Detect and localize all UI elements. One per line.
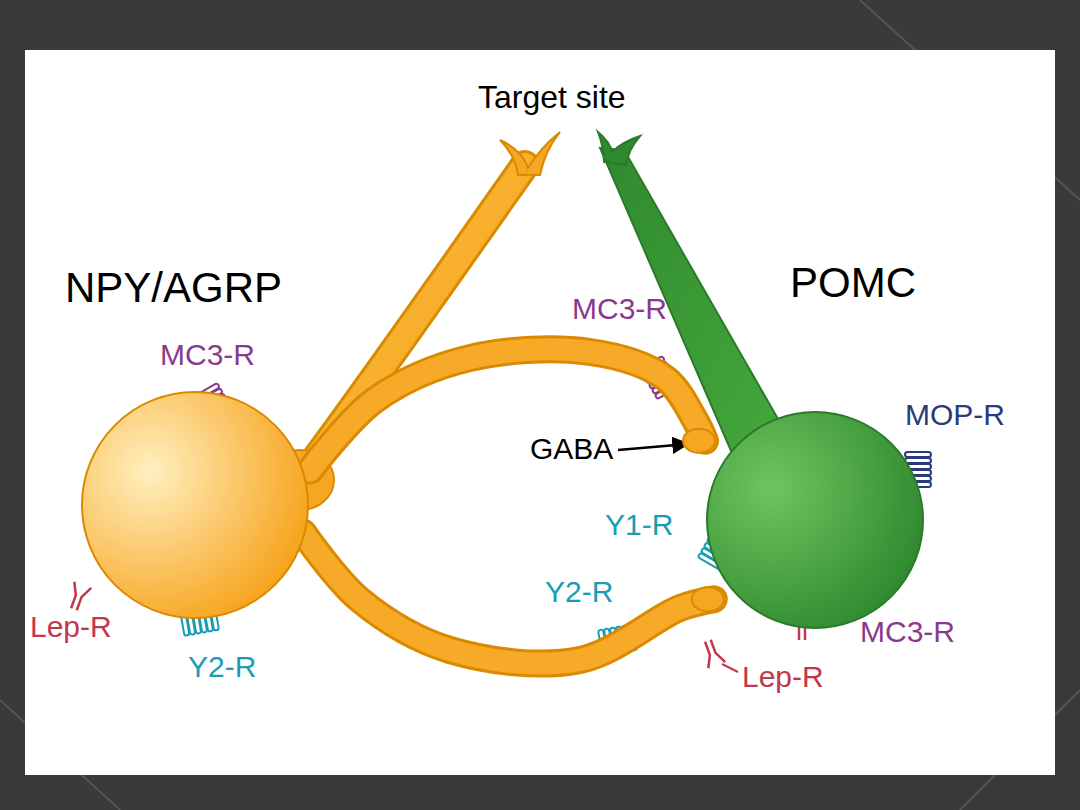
receptor-group	[65, 356, 931, 672]
axon-body	[303, 533, 714, 664]
cell-name: NPY/AGRP	[65, 265, 282, 311]
receptor-label: MC3-R	[572, 292, 667, 325]
npy-agrp-neuron: NPY/AGRP	[80, 390, 310, 620]
receptor-stroke	[711, 638, 726, 664]
cell-body	[80, 390, 310, 620]
gaba-arrow	[618, 444, 688, 450]
receptor-coil	[905, 452, 931, 457]
axon-outline	[310, 349, 705, 470]
receptor-label: MOP-R	[905, 398, 1005, 431]
leptin-receptor-symbol	[699, 638, 725, 669]
axon-body	[310, 349, 705, 470]
cell-outline	[707, 412, 923, 628]
synaptic-terminal	[692, 587, 724, 611]
axon-branch	[303, 533, 724, 664]
receptor-label: Lep-R	[742, 660, 824, 693]
axon-outline	[303, 533, 714, 664]
target-label: Target site	[478, 80, 626, 115]
cell-outline	[82, 392, 308, 618]
pomc-neuron: POMC	[705, 410, 925, 630]
receptor-stroke	[699, 642, 714, 668]
transmitter-label: GABA	[530, 432, 613, 465]
cell-body	[705, 410, 925, 630]
receptor-label: Lep-R	[30, 610, 112, 643]
cell-name: POMC	[790, 260, 916, 306]
leader-line	[722, 664, 738, 672]
pomc-terminal	[598, 132, 640, 165]
receptor-label: Y1-R	[605, 508, 673, 541]
axon-terminal	[500, 132, 560, 175]
axon-branch	[310, 349, 715, 470]
picture-panel	[25, 50, 1055, 775]
receptor-label: Y2-R	[188, 650, 256, 683]
receptor-coil	[905, 458, 931, 463]
receptor-label: MC3-R	[860, 615, 955, 648]
receptor-stroke	[77, 586, 92, 612]
receptor-label: MC3-R	[160, 338, 255, 371]
leptin-receptor-symbol	[65, 582, 91, 613]
synaptic-terminal	[683, 429, 715, 453]
receptor-label: Y2-R	[545, 575, 613, 608]
